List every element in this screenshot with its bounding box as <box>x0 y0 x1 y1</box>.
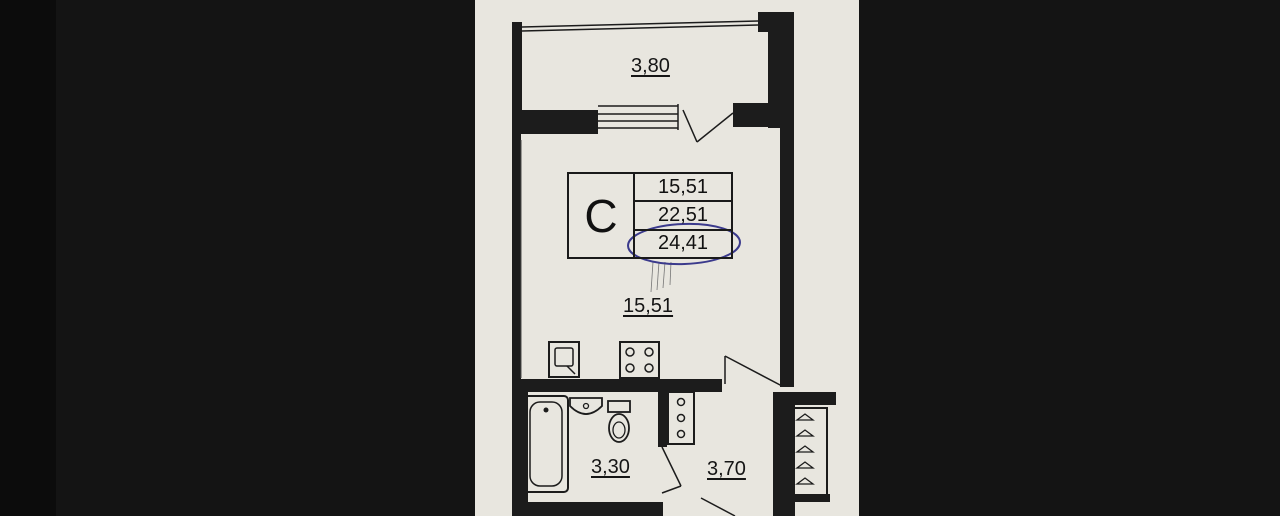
left-border-strip <box>0 0 56 516</box>
toilet <box>607 400 631 443</box>
bathtub <box>523 395 569 493</box>
balcony <box>512 12 794 128</box>
kitchen-sink <box>548 341 580 378</box>
main-room-area-label: 15,51 <box>623 295 674 317</box>
stove <box>619 341 660 379</box>
balcony-wall <box>512 103 793 134</box>
bathroom <box>519 392 682 516</box>
bathroom-area-label: 3,30 <box>591 456 630 478</box>
highlight-ellipse <box>627 222 741 266</box>
apartment-type-letter: С <box>569 174 635 257</box>
hallway-walls <box>700 392 787 516</box>
room-walls <box>512 127 794 516</box>
entrance-door <box>724 355 783 387</box>
pencil-marks <box>650 261 672 293</box>
total-area-with-balcony-value: 24,41 <box>635 228 731 257</box>
wardrobe <box>786 392 836 516</box>
living-area-value: 15,51 <box>657 175 709 198</box>
floor-plan-sheet: 3,80 С 15,51 22,51 24,41 15,51 3,30 3,70 <box>475 0 859 516</box>
washbasin <box>569 397 603 415</box>
balcony-area-label: 3,80 <box>631 55 670 77</box>
floor-plan-drawing <box>512 12 836 516</box>
balcony-door <box>682 109 734 143</box>
hallway-area-label: 3,70 <box>707 458 746 480</box>
total-area-value: 22,51 <box>635 200 731 228</box>
vent-shaft <box>667 391 695 445</box>
area-summary-table: С 15,51 22,51 24,41 <box>567 172 733 259</box>
